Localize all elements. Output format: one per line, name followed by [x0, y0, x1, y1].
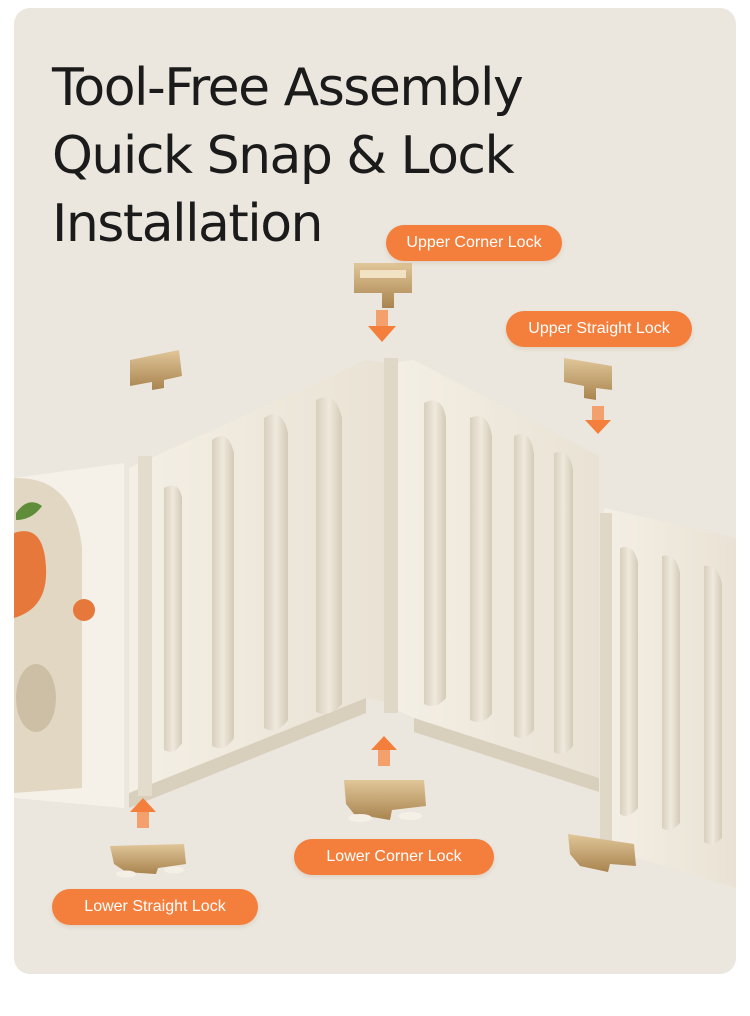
- headline-line-3: Installation: [52, 194, 324, 254]
- upper-corner-lock-label: Upper Corner Lock: [386, 225, 562, 261]
- lower-straight-lock-label: Lower Straight Lock: [52, 889, 258, 925]
- far-right-wall: [600, 508, 736, 888]
- straight-lock-icon: [110, 844, 186, 878]
- right-wall: [384, 358, 599, 792]
- headline-line-1: Tool-Free Assembly: [52, 58, 524, 118]
- arrow-up-icon: [371, 736, 397, 766]
- arrow-down-icon: [368, 310, 396, 342]
- corner-lock-icon: [344, 780, 426, 822]
- straight-lock-icon: [568, 834, 636, 872]
- upper-straight-lock-label: Upper Straight Lock: [506, 311, 692, 347]
- headline: Tool-Free Assembly Quick Snap & Lock Ins…: [52, 54, 524, 258]
- corner-lock-icon: [354, 263, 412, 308]
- arrow-down-icon: [585, 406, 611, 434]
- arrow-up-icon: [130, 798, 156, 828]
- character-panel: [14, 463, 124, 808]
- straight-lock-icon: [564, 358, 612, 400]
- product-card: Tool-Free Assembly Quick Snap & Lock Ins…: [14, 8, 736, 974]
- lower-corner-lock-label: Lower Corner Lock: [294, 839, 494, 875]
- playpen-illustration: [14, 263, 736, 888]
- straight-lock-icon: [130, 350, 182, 390]
- headline-line-2: Quick Snap & Lock: [52, 126, 515, 186]
- left-wall: [129, 360, 389, 808]
- leaf-icon: [16, 502, 42, 520]
